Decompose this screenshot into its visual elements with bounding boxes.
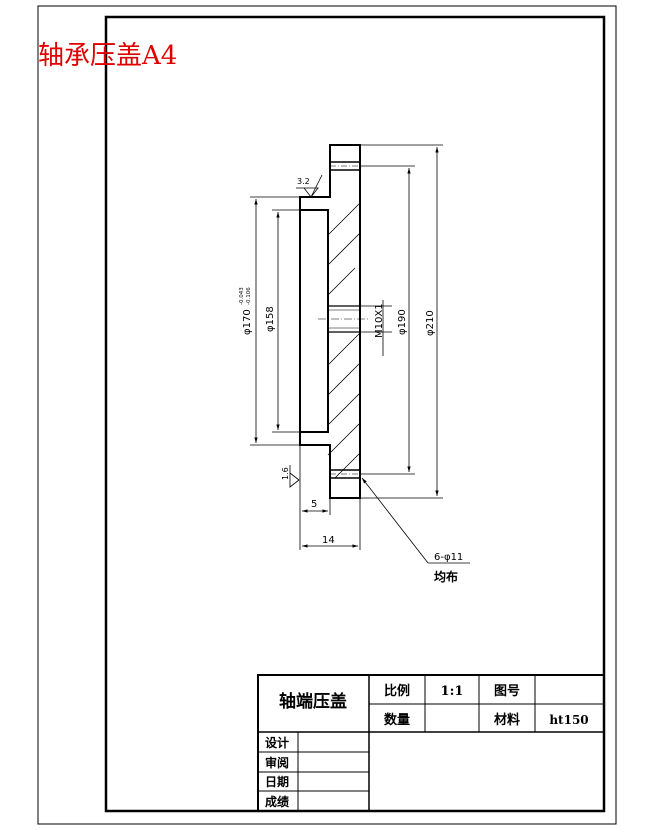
section-hatching: [327, 202, 361, 479]
scale-label: 比例: [384, 683, 410, 699]
dim-phi170: φ170: [242, 309, 253, 335]
dimension-lines: [250, 144, 470, 564]
grade-label: 成绩: [265, 794, 289, 809]
part-outline: [299, 144, 361, 499]
part-section-view: [299, 144, 368, 499]
material-value: ht150: [549, 713, 588, 727]
date-label: 日期: [265, 774, 289, 789]
sheet-title: 轴承压盖A4: [38, 41, 177, 71]
inner-frame: [104, 15, 606, 813]
dim-phi190: φ190: [397, 309, 408, 335]
bore-outline: [300, 209, 329, 433]
dim-phi158: φ158: [265, 306, 276, 332]
dim-m10x1: M10X1: [374, 303, 385, 338]
title-block: 轴端压盖 比例 1:1 图号 数量 材料 ht150 设计 审阅 日期 成绩: [257, 674, 605, 812]
roughness-top: 3.2: [297, 177, 310, 186]
dim-thickness-5: 5: [311, 499, 317, 510]
dim-thickness-14: 14: [322, 535, 335, 546]
scale-value: 1:1: [441, 684, 464, 699]
design-label: 设计: [265, 735, 289, 750]
dim-phi170-tol-upper: -0.043: [239, 287, 245, 305]
material-label: 材料: [494, 712, 520, 728]
drawing-no-label: 图号: [494, 684, 520, 699]
roughness-bottom: 1.6: [281, 467, 290, 480]
hole-callout: 6-φ11: [434, 552, 463, 563]
review-label: 审阅: [265, 755, 289, 770]
outer-border: [37, 5, 617, 825]
dim-phi170-tol-lower: -0.106: [246, 287, 252, 305]
part-name: 轴端压盖: [279, 691, 347, 712]
hole-callout-note: 均布: [434, 569, 458, 584]
quantity-label: 数量: [384, 712, 410, 728]
dim-phi210: φ210: [425, 310, 436, 336]
